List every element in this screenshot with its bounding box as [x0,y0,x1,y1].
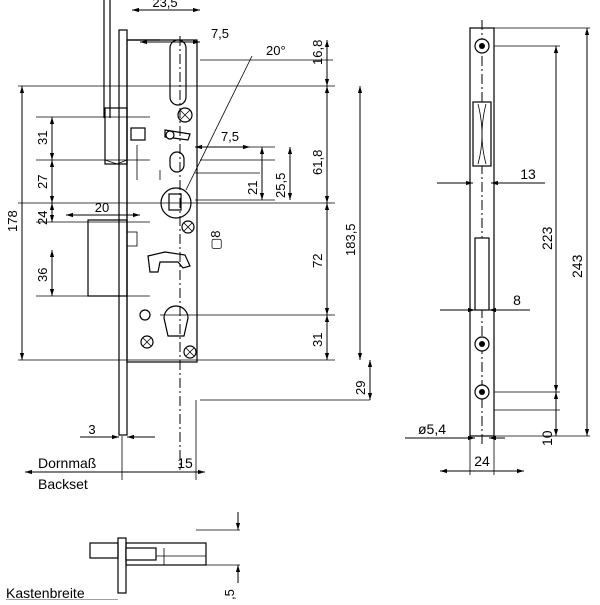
dead-bolt [87,219,128,297]
dim-15: 15 [177,455,193,471]
dim-36: 36 [35,268,50,282]
dim-16-8: 16,8 [310,40,325,65]
dim-23-5: 23,5 [152,0,177,10]
dim-183-5: 183,5 [343,223,358,256]
label-backset: Backset [38,476,88,492]
dim-25-5: 25,5 [273,173,288,198]
euro-cylinder-cutout [163,305,189,337]
label-kastenbreite: Kastenbreite [6,585,85,600]
dim-13: 13 [520,166,536,182]
side-view: ,5 Kastenbreite [6,512,241,601]
dim-61-8: 61,8 [310,150,325,175]
side-latch [89,542,119,559]
dim-10: 10 [539,430,555,446]
dim-square-8: ▢8 [208,230,223,250]
dim-7-5-top: 7,5 [211,26,229,41]
dim-31-low: 31 [310,333,325,347]
dims-bottom: 3 15 Dornmaß Backset [25,400,205,492]
label-dornmass: Dornmaß [38,455,96,471]
dim-partial: ,5 [222,589,237,600]
dim-21: 21 [245,181,260,195]
dim-3: 3 [88,422,95,437]
dim-72: 72 [310,254,325,268]
faceplate-view: 243 223 13 8 ø5,4 24 10 [405,20,590,475]
bolt-throw-cam [147,251,191,273]
dim-27: 27 [35,175,50,189]
forend-strip [118,29,128,436]
dim-24-faceplate: 24 [474,453,490,469]
bolt-opening [474,237,490,311]
square-spindle-hole [168,193,182,211]
dim-178: 178 [5,210,20,232]
dim-29: 29 [353,381,368,395]
dim-223: 223 [539,226,555,250]
dim-angle: 20° [266,43,286,58]
dim-243: 243 [569,254,585,278]
latch-bolt [104,107,128,165]
follower-slot [169,39,187,106]
dim-24: 24 [35,211,50,225]
dims-middle: 7,5 21 25,5 61,8 183,5 72 31 29 ▢8 [195,86,373,400]
lock-body-front-view [87,0,198,436]
dim-20: 20 [95,200,109,215]
side-forend [117,537,127,594]
dim-5-4: ø5,4 [418,421,446,437]
dims-top: 23,5 7,5 16,8 20° [132,0,333,191]
dim-31: 31 [35,131,50,145]
dims-left: 178 31 27 24 36 20 [5,86,140,360]
dim-7-5-mid: 7,5 [221,129,239,144]
dim-8: 8 [513,292,521,308]
